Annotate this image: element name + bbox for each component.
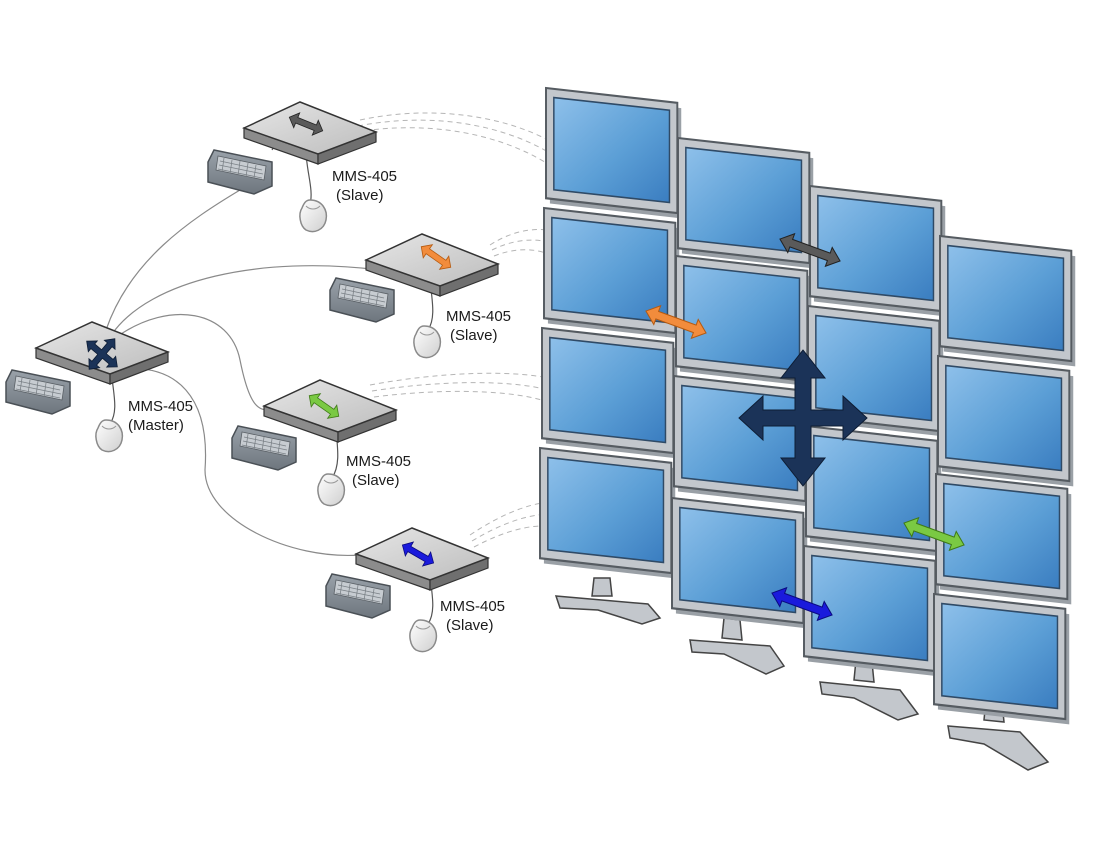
video-wall [538, 86, 1077, 771]
move-cross-icon [738, 349, 868, 487]
keyboard-icon [329, 277, 395, 323]
slave1-model-label: MMS-405 [332, 168, 397, 185]
slave4-model-label: MMS-405 [440, 598, 505, 615]
master-station: MMS-405 (Master) [5, 321, 193, 453]
arrow-icon [288, 112, 324, 136]
slave-station-4: MMS-405 (Slave) [325, 527, 505, 653]
monitor-r1-c1 [544, 86, 683, 220]
monitor-r4-c2 [670, 496, 809, 630]
wall-arrow-blue-icon [771, 586, 833, 622]
slave-station-3: MMS-405 (Slave) [231, 379, 411, 507]
kvm-switch-icon [365, 233, 499, 297]
mouse-icon [317, 473, 346, 507]
monitor-r1-c4 [938, 234, 1077, 368]
monitor-r3-c1 [540, 326, 679, 460]
wall-arrow-green-icon [903, 516, 965, 552]
mouse-icon [95, 419, 124, 453]
move-cross-icon [86, 338, 118, 370]
master-role-label: (Master) [128, 417, 184, 434]
keyboard-icon [5, 369, 71, 415]
wall-arrow-orange-icon [645, 304, 707, 340]
monitor-r3-c2 [672, 374, 811, 508]
wall-arrow-gray-icon [779, 232, 841, 268]
monitor-r1-c2 [676, 136, 815, 270]
arrow-icon [401, 541, 435, 567]
slave2-role-label: (Slave) [450, 327, 498, 344]
monitor-r2-c4 [936, 354, 1075, 488]
mouse-icon [413, 325, 442, 359]
master-link-cables [105, 189, 381, 557]
slave1-role-label: (Slave) [336, 187, 384, 204]
mouse-icon [409, 619, 438, 653]
slave-station-1: MMS-405 (Slave) [207, 101, 397, 233]
monitor-r3-c3 [804, 424, 943, 558]
monitor-r4-c1 [538, 446, 677, 580]
arrow-icon [420, 244, 452, 270]
slave2-model-label: MMS-405 [446, 308, 511, 325]
arrow-icon [308, 393, 340, 419]
monitor-r4-c4 [932, 592, 1071, 726]
slave3-model-label: MMS-405 [346, 453, 411, 470]
monitor-r1-c3 [808, 184, 947, 318]
keyboard-icon [231, 425, 297, 471]
kvm-switch-icon [243, 101, 377, 165]
slave4-role-label: (Slave) [446, 617, 494, 634]
mouse-icon [299, 199, 328, 233]
master-model-label: MMS-405 [128, 398, 193, 415]
monitor-stands [554, 577, 1050, 771]
slave-station-2: MMS-405 (Slave) [329, 233, 511, 359]
keyboard-icon [207, 149, 273, 195]
keyboard-icon [325, 573, 391, 619]
slave3-role-label: (Slave) [352, 472, 400, 489]
